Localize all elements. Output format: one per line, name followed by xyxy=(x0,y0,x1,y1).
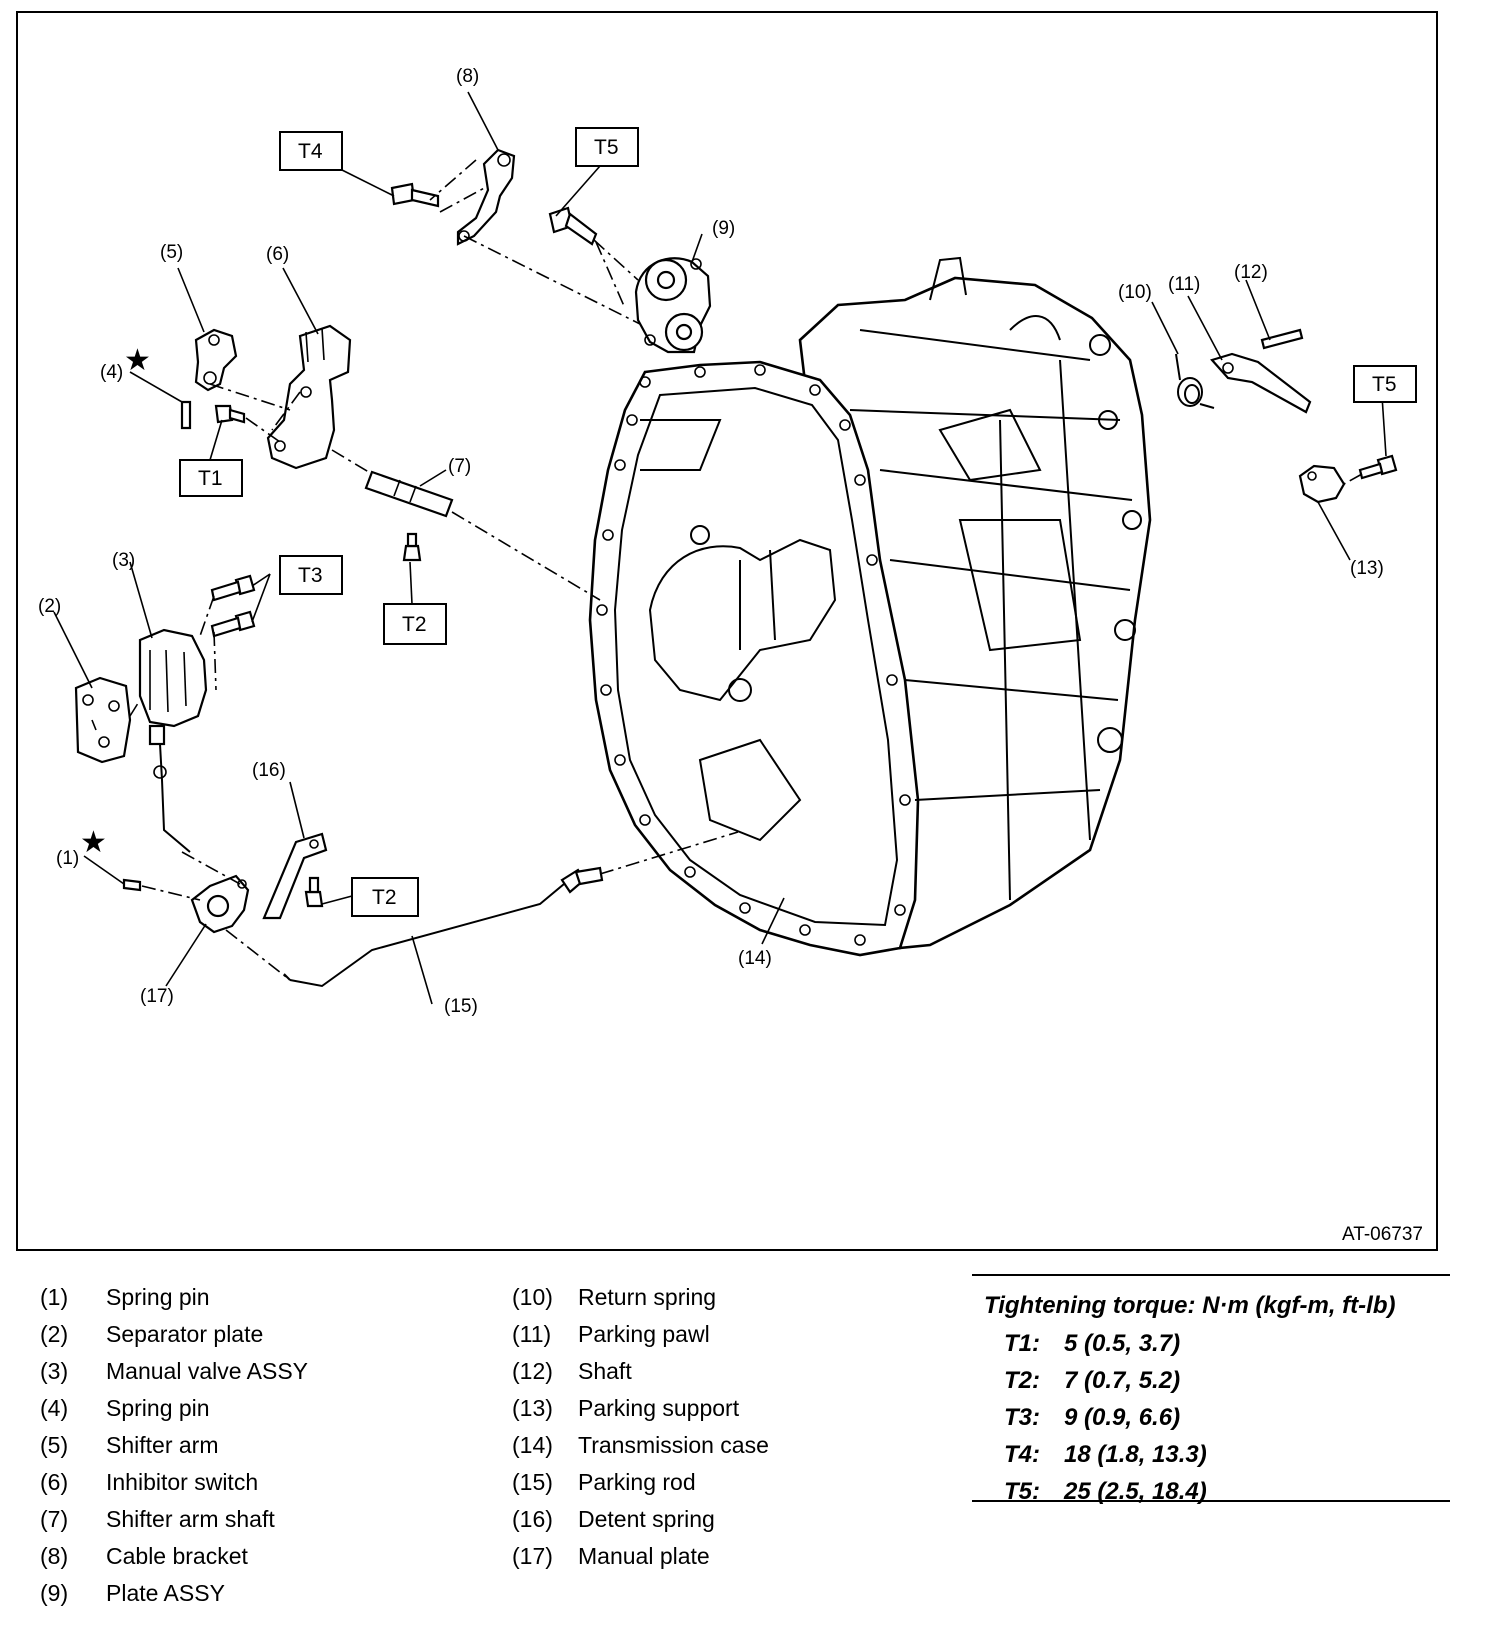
svg-text:T4: T4 xyxy=(298,140,323,163)
torque-title: Tightening torque: N·m (kgf-m, ft-lb) xyxy=(984,1292,1396,1319)
return-spring xyxy=(1175,353,1215,409)
callout-14: (14) xyxy=(738,948,772,969)
torque-row: T1:5 (0.5, 3.7) xyxy=(1004,1330,1181,1357)
callout-9: (9) xyxy=(712,218,735,239)
bolt-t5-upper xyxy=(548,206,598,246)
shifter-arm-shaft xyxy=(364,470,454,518)
callout-6: (6) xyxy=(266,244,289,265)
manual-valve-assy xyxy=(138,628,208,746)
transmission-case xyxy=(588,256,1152,957)
star-icon: ★ xyxy=(124,343,151,378)
assembly-lines xyxy=(129,159,1363,981)
torque-table: Tightening torque: N·m (kgf-m, ft-lb) T1… xyxy=(972,1274,1450,1505)
star-icon: ★ xyxy=(80,825,107,860)
callout-4: (4) xyxy=(100,362,123,383)
callout-13: (13) xyxy=(1350,558,1384,579)
parts-legend: (1)Spring pin (2)Separator plate (3)Manu… xyxy=(40,1284,769,1606)
callout-8: (8) xyxy=(456,66,479,87)
torque-bottom-rule xyxy=(972,1500,1450,1502)
torque-tag-t5-upper: T5 xyxy=(575,127,639,167)
svg-text:T1: T1 xyxy=(198,467,223,490)
callout-10: (10) xyxy=(1118,282,1152,303)
plate-assy xyxy=(634,257,712,354)
bolt-t5-right xyxy=(1358,454,1398,480)
callout-12: (12) xyxy=(1234,262,1268,283)
cable-bracket xyxy=(456,148,516,246)
svg-text:T2: T2 xyxy=(402,613,427,636)
torque-tag-t3: T3 xyxy=(279,555,343,595)
callout-2: (2) xyxy=(38,596,61,617)
torque-tag-t4: T4 xyxy=(279,131,343,171)
callout-1: (1) xyxy=(56,848,79,869)
callout-17: (17) xyxy=(140,986,174,1007)
torque-tag-t1: T1 xyxy=(179,459,243,497)
inhibitor-switch xyxy=(266,324,352,470)
spring-pin-1 xyxy=(122,878,142,892)
torque-tag-t5-right: T5 xyxy=(1353,365,1417,403)
parking-rod xyxy=(283,866,604,988)
torque-row: T4:18 (1.8, 13.3) xyxy=(1004,1441,1207,1468)
callout-3: (3) xyxy=(112,550,135,571)
manual-valve-rod xyxy=(153,743,191,853)
spring-pin-4 xyxy=(180,400,192,430)
parking-support xyxy=(1298,464,1346,504)
separator-plate xyxy=(74,676,132,764)
bolt-t3 xyxy=(210,574,256,638)
callout-16: (16) xyxy=(252,760,286,781)
callout-11: (11) xyxy=(1168,274,1200,295)
torque-row: T3:9 (0.9, 6.6) xyxy=(1004,1404,1181,1431)
svg-text:T5: T5 xyxy=(594,136,619,159)
torque-tag-t2-lower: T2 xyxy=(351,877,419,917)
callout-5: (5) xyxy=(160,242,183,263)
parking-pawl xyxy=(1210,352,1312,414)
callout-15: (15) xyxy=(444,996,478,1017)
bolt-t2-upper xyxy=(402,532,422,562)
leader-lines xyxy=(53,91,1387,1005)
bolt-t1 xyxy=(214,404,246,424)
shaft xyxy=(1260,328,1304,350)
torque-tag-t2-upper: T2 xyxy=(383,603,447,645)
torque-top-rule xyxy=(972,1274,1450,1276)
callout-7: (7) xyxy=(448,456,471,477)
figure-id: AT-06737 xyxy=(1342,1224,1423,1245)
detent-spring xyxy=(262,832,328,920)
bolt-t2-lower xyxy=(304,876,324,908)
bolt-t4 xyxy=(390,182,440,208)
exploded-diagram: ★ ★ (8) (9) (5) (6) (4) (7) (3) (2) (10)… xyxy=(16,11,1438,1251)
svg-text:T3: T3 xyxy=(298,564,323,587)
svg-text:T2: T2 xyxy=(372,886,397,909)
svg-text:T5: T5 xyxy=(1372,373,1397,396)
torque-row: T2:7 (0.7, 5.2) xyxy=(1004,1367,1181,1394)
